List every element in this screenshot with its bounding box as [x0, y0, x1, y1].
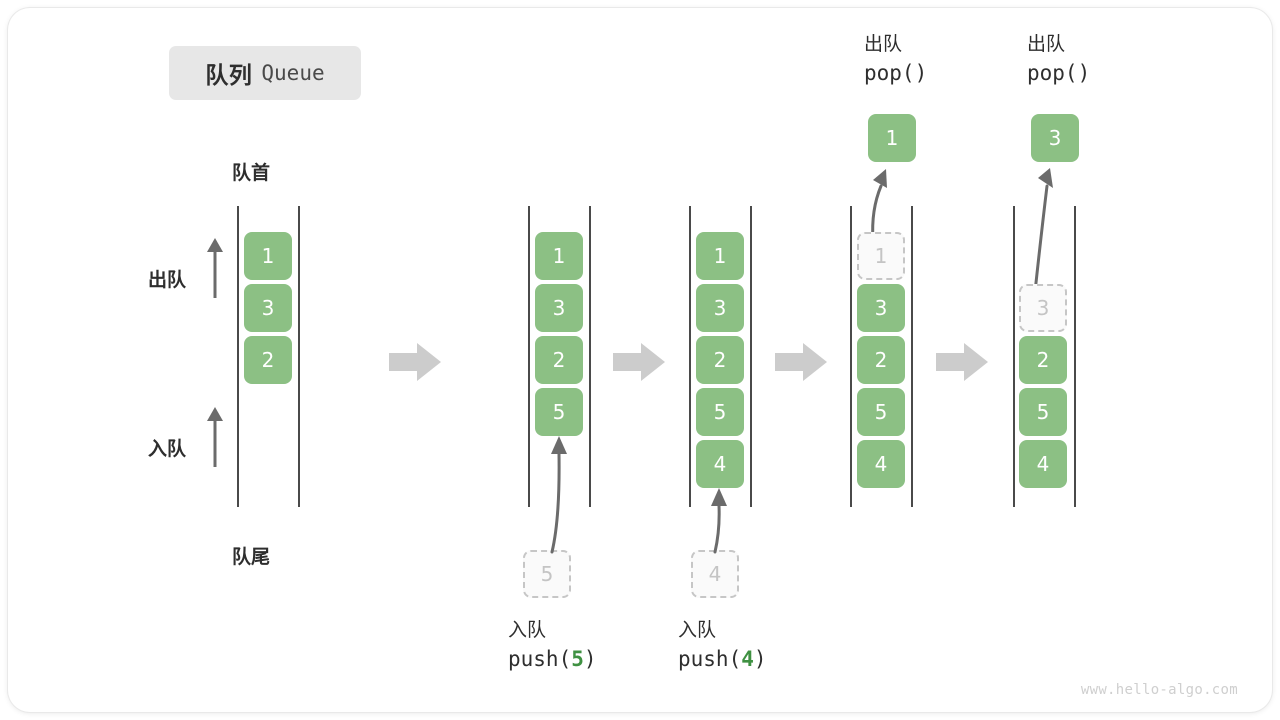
push-caption: 入队 push(5)	[508, 618, 597, 674]
flow-arrow-icon	[775, 343, 827, 381]
title-badge: 队列 Queue	[169, 46, 361, 100]
push-caption-code: push(5)	[508, 644, 597, 674]
rail-left	[689, 206, 691, 507]
rail-right	[298, 206, 300, 507]
pop-caption: 出队 pop()	[1027, 32, 1090, 88]
push-caption: 入队 push(4)	[678, 618, 767, 674]
push-caption-cn: 入队	[678, 620, 717, 641]
queue-element-new: 5	[535, 388, 583, 436]
rail-left	[528, 206, 530, 507]
queue-element: 2	[1019, 336, 1067, 384]
enqueue-direction-arrow	[207, 407, 223, 467]
queue-element: 4	[1019, 440, 1067, 488]
pop-caption-cn: 出队	[1027, 34, 1066, 55]
queue-element: 4	[857, 440, 905, 488]
label-dequeue: 出队	[148, 270, 187, 291]
pop-caption-cn: 出队	[864, 34, 903, 55]
push-paren-close: )	[753, 647, 767, 671]
queue-element: 3	[535, 284, 583, 332]
push-caption-cn: 入队	[508, 620, 547, 641]
flow-arrow-icon	[613, 343, 665, 381]
push-fn-name: push(	[678, 647, 742, 671]
watermark: www.hello-algo.com	[1080, 682, 1238, 698]
pop-caption: 出队 pop()	[864, 32, 927, 88]
queue-element: 3	[857, 284, 905, 332]
rail-left	[237, 206, 239, 507]
incoming-ghost-element: 4	[691, 550, 739, 598]
pop-arrow-icon	[871, 169, 887, 242]
dequeue-direction-arrow	[207, 238, 223, 298]
queue-element: 1	[696, 232, 744, 280]
queue-element: 2	[244, 336, 292, 384]
queue-element: 2	[535, 336, 583, 384]
incoming-ghost-element: 5	[523, 550, 571, 598]
rail-right	[589, 206, 591, 507]
removed-ghost-element: 3	[1019, 284, 1067, 332]
label-queue-rear: 队尾	[232, 547, 271, 568]
label-queue-front: 队首	[232, 163, 271, 184]
pop-arrow-icon	[1033, 168, 1053, 294]
queue-element: 5	[857, 388, 905, 436]
rail-right	[1074, 206, 1076, 507]
queue-element: 3	[696, 284, 744, 332]
queue-element: 5	[1019, 388, 1067, 436]
queue-element: 2	[857, 336, 905, 384]
queue-element: 1	[244, 232, 292, 280]
rail-right	[750, 206, 752, 507]
popped-element: 3	[1031, 114, 1079, 162]
rail-left	[1013, 206, 1015, 507]
push-argument: 4	[741, 647, 754, 671]
rail-left	[850, 206, 852, 507]
title-english: Queue	[261, 61, 325, 85]
flow-arrow-icon	[936, 343, 988, 381]
queue-element: 5	[696, 388, 744, 436]
push-paren-close: )	[583, 647, 597, 671]
pop-caption-code: pop()	[1027, 61, 1091, 85]
push-arrow-icon	[550, 436, 567, 554]
title-chinese: 队列	[205, 62, 253, 88]
push-fn-name: push(	[508, 647, 572, 671]
popped-element: 1	[868, 114, 916, 162]
queue-element: 3	[244, 284, 292, 332]
push-arrow-icon	[711, 488, 727, 554]
flow-arrow-icon	[389, 343, 441, 381]
queue-element: 2	[696, 336, 744, 384]
label-enqueue: 入队	[148, 439, 187, 460]
removed-ghost-element: 1	[857, 232, 905, 280]
rail-right	[911, 206, 913, 507]
queue-element: 1	[535, 232, 583, 280]
push-caption-code: push(4)	[678, 644, 767, 674]
queue-element-new: 4	[696, 440, 744, 488]
push-argument: 5	[571, 647, 584, 671]
pop-caption-code: pop()	[864, 61, 928, 85]
